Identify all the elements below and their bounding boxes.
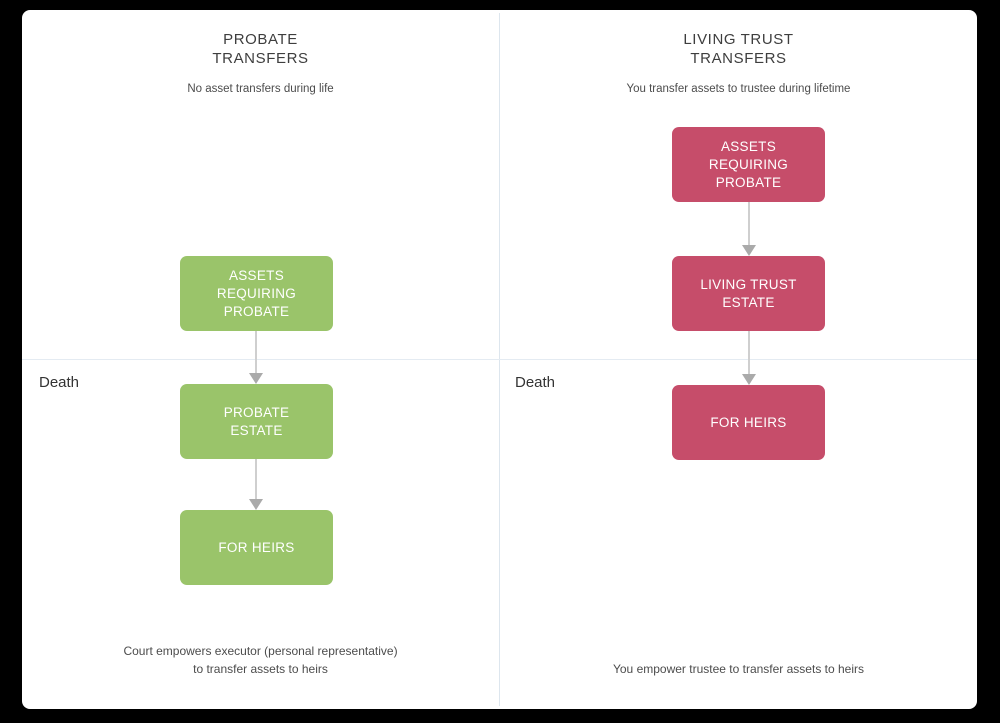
arrow-head — [742, 374, 756, 385]
arrow-head — [742, 245, 756, 256]
arrow-shaft — [255, 459, 257, 499]
arrow-shaft — [748, 202, 750, 245]
death-divider-line — [22, 359, 977, 360]
diagram-card: PROBATE TRANSFERS No asset transfers dur… — [22, 10, 977, 709]
arrow-shaft — [748, 331, 750, 374]
probate-column: PROBATE TRANSFERS No asset transfers dur… — [22, 10, 499, 709]
flow-arrow-down-icon — [249, 331, 263, 384]
node-for-heirs: FOR HEIRS — [672, 385, 825, 460]
node-probate-estate: PROBATE ESTATE — [180, 384, 333, 459]
node-assets-requiring-probate: ASSETS REQUIRING PROBATE — [672, 127, 825, 202]
arrow-head — [249, 373, 263, 384]
arrow-head — [249, 499, 263, 510]
living-trust-column: LIVING TRUST TRANSFERS You transfer asse… — [500, 10, 977, 709]
death-label: Death — [39, 374, 80, 391]
flow-arrow-down-icon — [249, 459, 263, 510]
living-trust-subtitle: You transfer assets to trustee during li… — [626, 83, 851, 95]
flow-arrow-down-icon — [742, 202, 756, 256]
arrow-shaft — [255, 331, 257, 373]
node-for-heirs: FOR HEIRS — [180, 510, 333, 585]
probate-subtitle: No asset transfers during life — [187, 83, 334, 95]
node-assets-requiring-probate: ASSETS REQUIRING PROBATE — [180, 256, 333, 331]
death-label: Death — [515, 374, 556, 391]
node-living-trust-estate: LIVING TRUST ESTATE — [672, 256, 825, 331]
probate-title: PROBATE TRANSFERS — [212, 31, 309, 67]
living-trust-title: LIVING TRUST TRANSFERS — [683, 31, 794, 67]
probate-caption: Court empowers executor (personal repres… — [123, 644, 398, 676]
living-trust-caption: You empower trustee to transfer assets t… — [612, 662, 864, 676]
flow-arrow-down-icon — [742, 331, 756, 385]
